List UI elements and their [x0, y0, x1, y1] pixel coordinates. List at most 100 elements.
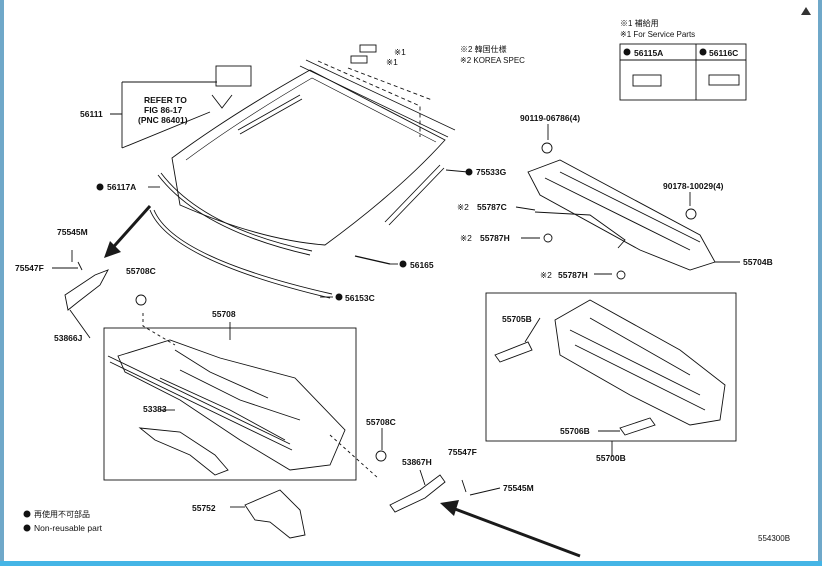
- cowl-inner-ribs: [159, 349, 301, 441]
- label-75545m-left: 75545M: [57, 227, 88, 237]
- clip-55787h-b: [616, 270, 626, 280]
- clip-55708c-top: [135, 294, 147, 306]
- part-53867h: [389, 474, 446, 513]
- label-56153c: 56153C: [345, 293, 375, 303]
- part-75545m-right: [469, 487, 501, 496]
- label-53866j: 53866J: [54, 333, 83, 343]
- label-55752: 55752: [192, 503, 216, 513]
- mark-star2-c: ※2: [540, 270, 552, 280]
- cowl-panel: [117, 339, 346, 471]
- window-edge-bottom: [0, 561, 822, 566]
- leader-55705b: [524, 317, 541, 343]
- bolt-90119: [541, 142, 553, 154]
- legend-jp: 再使用不可部品: [34, 509, 90, 519]
- legend-dot-en: [23, 524, 31, 532]
- service-part-a-shape: [632, 74, 662, 87]
- mark-star1-b: ※1: [386, 57, 398, 67]
- label-55787h-b: 55787H: [558, 270, 588, 280]
- label-53383: 53383: [143, 404, 167, 414]
- service-parts-box: [619, 43, 747, 101]
- service-part-b-label: 56116C: [709, 48, 738, 58]
- part-75547f-left: [77, 261, 83, 271]
- side-molding: [384, 164, 445, 226]
- clip-arm: [211, 94, 233, 109]
- refer-line3: (PNC 86401): [138, 115, 188, 125]
- label-53867h: 53867H: [402, 457, 432, 467]
- label-75547f-right: 75547F: [448, 447, 477, 457]
- leader-53866j: [69, 309, 91, 339]
- part-53866j: [64, 269, 109, 311]
- bracket-55705b: [494, 341, 533, 363]
- label-90178: 90178-10029(4): [663, 181, 724, 191]
- top-molding: [237, 94, 303, 135]
- label-75533g: 75533G: [476, 167, 507, 177]
- label-55708: 55708: [212, 309, 236, 319]
- arrow-lower-right: [454, 507, 581, 558]
- cowl-outer-ribs: [569, 317, 706, 411]
- nonreusable-dot-56153c: [335, 293, 343, 301]
- nonreusable-dot-56165: [399, 260, 407, 268]
- nonreusable-dot-box-a: [623, 48, 631, 56]
- label-55704b: 55704B: [743, 257, 773, 267]
- cowl-assembly-box: [103, 327, 357, 481]
- nonreusable-dot-56117a: [96, 183, 104, 191]
- service-part-a-label: 56115A: [634, 48, 663, 58]
- label-56165: 56165: [410, 260, 434, 270]
- arrow-upper-left: [106, 205, 152, 254]
- refer-line1: REFER TO: [144, 95, 187, 105]
- scroll-up-button[interactable]: [796, 2, 816, 20]
- seal-55787c: [534, 211, 626, 249]
- seal-53383: [107, 355, 293, 451]
- nonreusable-dot-box-b: [699, 48, 707, 56]
- arrowhead-upper-left: [104, 241, 121, 258]
- label-55700b: 55700B: [596, 453, 626, 463]
- clip-55787h-a: [543, 233, 553, 243]
- service-part-b-shape: [708, 74, 740, 86]
- note-service-en: ※1 For Service Parts: [620, 30, 695, 39]
- note-korea-jp: ※2 韓国仕様: [460, 44, 507, 54]
- dashed-55708c-top: [142, 313, 176, 346]
- mark-star1-a: ※1: [394, 47, 406, 57]
- clip-part: [215, 65, 252, 87]
- service-strip: [359, 44, 377, 53]
- cowl-top-inner: [544, 171, 701, 251]
- figure-code: 554300B: [758, 534, 790, 543]
- dashed-leader-1: [317, 60, 421, 137]
- label-55787c: 55787C: [477, 202, 507, 212]
- window-edge-right: [818, 0, 822, 566]
- label-56111: 56111: [80, 109, 103, 119]
- leader-53867h: [419, 469, 426, 486]
- label-55708c-top: 55708C: [126, 266, 156, 276]
- window-edge-left: [0, 0, 4, 566]
- cowl-outer-box: [485, 292, 737, 442]
- leader-55787c: [515, 206, 536, 211]
- windshield-glass: [171, 69, 446, 246]
- label-55787h-a: 55787H: [480, 233, 510, 243]
- callout-arrows: [104, 205, 581, 558]
- label-55705b: 55705B: [502, 314, 532, 324]
- part-55752: [244, 489, 306, 539]
- label-55708c-right: 55708C: [366, 417, 396, 427]
- bolt-90178: [685, 208, 697, 220]
- molding-56165: [354, 255, 391, 265]
- dashed-55708c-right: [329, 434, 379, 479]
- cowl-top-panel-55704b: [527, 159, 716, 271]
- nonreusable-dot-legend: [23, 510, 31, 518]
- mark-star2-b: ※2: [460, 233, 472, 243]
- part-75547f-right: [461, 479, 467, 493]
- windshield-inner-line: [185, 77, 437, 161]
- leader-75533g: [445, 169, 469, 173]
- leader-56111: [110, 81, 217, 149]
- mark-star2-a: ※2: [457, 202, 469, 212]
- service-strip-2: [350, 55, 368, 64]
- nonreusable-dot-75533g: [465, 168, 473, 176]
- cowl-outer-panel: [554, 299, 726, 426]
- triangle-up-icon: [801, 7, 811, 15]
- label-56117a: 56117A: [107, 182, 136, 192]
- refer-line2: FIG 86-17: [144, 105, 183, 115]
- bracket-55706b: [619, 417, 656, 436]
- label-75545m-right: 75545M: [503, 483, 534, 493]
- glass-upper-molding: [299, 59, 456, 138]
